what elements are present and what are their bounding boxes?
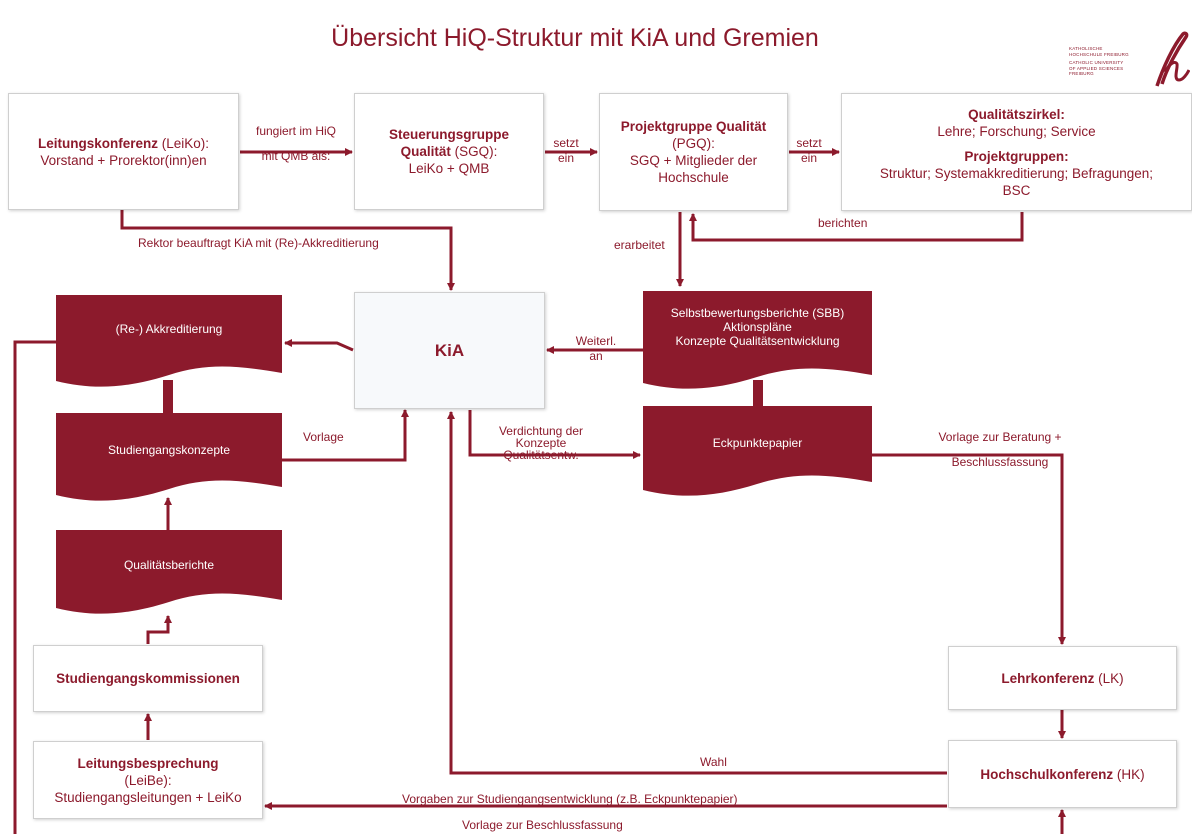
- label-vorgaben: Vorgaben zur Studiengangsentwicklung (z.…: [402, 792, 738, 806]
- label-setzt-ein-1: setzt ein: [553, 136, 579, 165]
- label-berichten: berichten: [818, 216, 868, 230]
- logo-text: KATHOLISCHE HOCHSCHULE FREIBURG CATHOLIC…: [1069, 46, 1129, 76]
- label-fungiert: fungiert im HiQ mit QMB als:: [255, 124, 337, 163]
- label-weiterleitung: Weiterl. an: [575, 334, 617, 363]
- qualitaetsberichte-document: Qualitätsberichte: [56, 530, 282, 618]
- akkreditierung-document: (Re-) Akkreditierung: [56, 295, 282, 390]
- label-wahl: Wahl: [700, 755, 727, 769]
- label-rektor-beauftragt: Rektor beauftragt KiA mit (Re)-Akkrediti…: [138, 236, 379, 250]
- leitungskonferenz-box: Leitungskonferenz (LeiKo): Vorstand + Pr…: [8, 93, 239, 210]
- selbstbewertungsberichte-document: Selbstbewertungsberichte (SBB) Aktionspl…: [643, 291, 872, 393]
- kia-box: KiA: [354, 292, 545, 409]
- label-vorlage: Vorlage: [303, 430, 344, 444]
- lehrkonferenz-box: Lehrkonferenz (LK): [948, 646, 1177, 710]
- label-verdichtung: Verdichtung der Konzepte Qualitätsentw.: [498, 424, 584, 462]
- label-setzt-ein-2: setzt ein: [796, 136, 822, 165]
- university-logo: [1155, 31, 1190, 87]
- steuerungsgruppe-box: Steuerungsgruppe Qualität (SGQ): LeiKo +…: [354, 93, 544, 210]
- eckpunktepapier-document: Eckpunktepapier: [643, 406, 872, 500]
- label-vorlage-beratung: Vorlage zur Beratung + Beschlussfassung: [938, 430, 1062, 469]
- qualitaetszirkel-box: Qualitätszirkel: Lehre; Forschung; Servi…: [841, 93, 1192, 211]
- hochschulkonferenz-box: Hochschulkonferenz (HK): [948, 740, 1177, 808]
- label-vorlage-beschluss: Vorlage zur Beschlussfassung: [462, 818, 623, 832]
- leitungsbesprechung-box: Leitungsbesprechung (LeiBe): Studiengang…: [33, 741, 263, 819]
- studiengangskommissionen-box: Studiengangskommissionen: [33, 645, 263, 712]
- label-erarbeitet: erarbeitet: [614, 238, 665, 252]
- studiengangskonzepte-document: Studiengangskonzepte: [56, 413, 282, 505]
- projektgruppe-qualitaet-box: Projektgruppe Qualität (PGQ): SGQ + Mitg…: [599, 93, 788, 211]
- page-title: Übersicht HiQ-Struktur mit KiA und Gremi…: [331, 24, 819, 52]
